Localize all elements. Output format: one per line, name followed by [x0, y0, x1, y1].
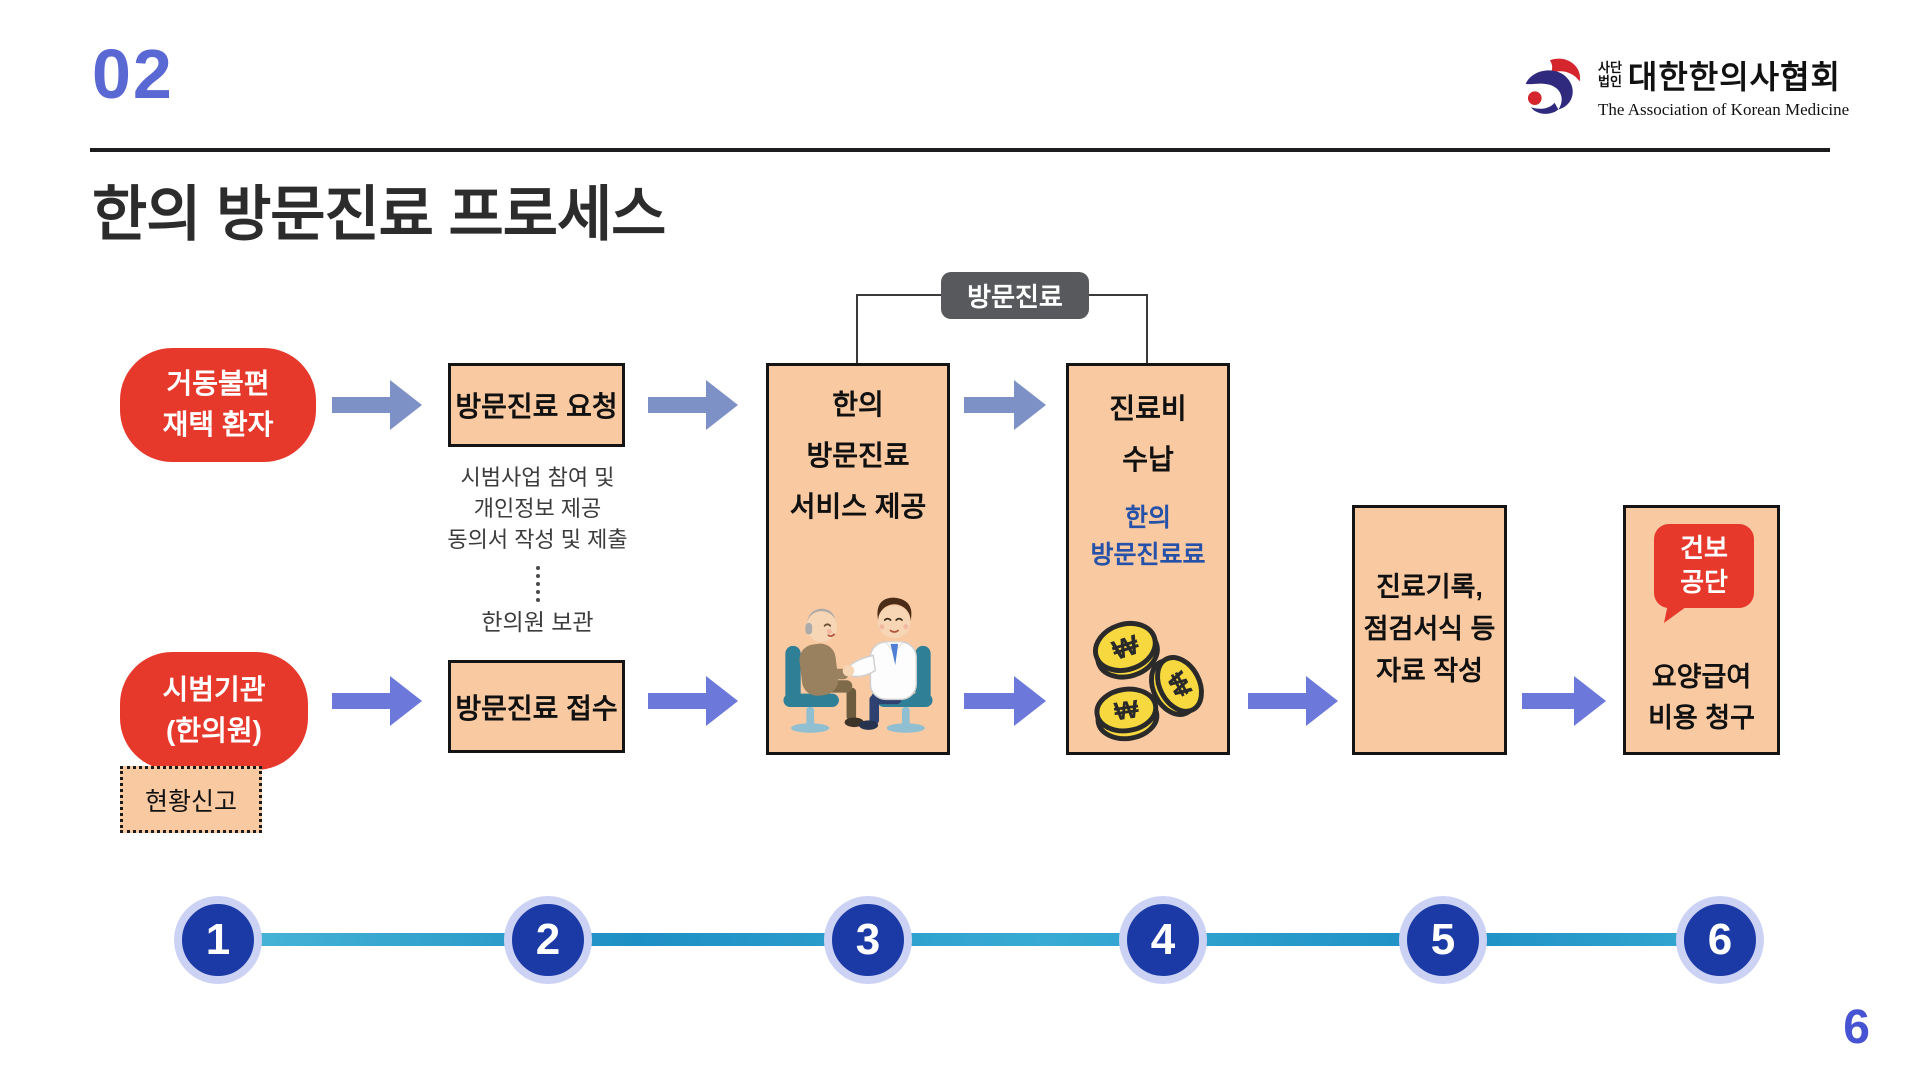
service-box: 한의 방문진료 서비스 제공 — [766, 363, 950, 755]
service-box-line2: 방문진료 — [806, 439, 910, 471]
visit-badge: 방문진료 — [941, 272, 1089, 319]
records-box-line2: 점검서식 등 — [1363, 614, 1496, 645]
consent-note-line3: 동의서 작성 및 제출 — [447, 527, 628, 553]
nhis-bubble-line2: 공단 — [1680, 567, 1728, 597]
org-prefix: 사단 법인 — [1598, 59, 1622, 90]
arrow-clinic-to-receipt-icon — [332, 676, 422, 726]
arrow-service-to-payment-lower-icon — [964, 676, 1046, 726]
storage-note: 한의원 보관 — [481, 609, 594, 635]
records-box-line3: 자료 작성 — [1376, 655, 1483, 686]
timeline-step-1-label: 1 — [205, 915, 231, 964]
clinic-blob: 시범기관 (한의원) — [120, 652, 308, 770]
claim-box: 건보 공단 요양급여 비용 청구 — [1623, 505, 1780, 755]
request-box-label: 방문진료 요청 — [455, 391, 618, 422]
akom-swirl-icon — [1525, 58, 1581, 114]
payment-box-line2: 수납 — [1122, 443, 1174, 475]
timeline-step-1: 1 — [174, 896, 262, 984]
svg-text:₩: ₩ — [1113, 695, 1142, 726]
timeline-step-5-label: 5 — [1430, 915, 1456, 964]
arrow-patient-to-request-icon — [332, 380, 422, 430]
akom-logo: 사단 법인 대한한의사협회 The Association of Korean … — [1512, 48, 1849, 124]
timeline-step-6: 6 — [1676, 896, 1764, 984]
doctor-patient-illustration — [783, 597, 933, 733]
nhis-bubble-line1: 건보 — [1680, 533, 1728, 564]
timeline-step-4-label: 4 — [1150, 915, 1176, 964]
timeline-step-4: 4 — [1119, 896, 1207, 984]
org-prefix-bottom: 법인 — [1598, 74, 1622, 89]
request-box: 방문진료 요청 — [448, 363, 625, 447]
status-report-box: 현황신고 — [120, 766, 262, 833]
receipt-box: 방문진료 접수 — [448, 660, 625, 753]
status-report-label: 현황신고 — [144, 787, 237, 816]
org-prefix-top: 사단 — [1598, 59, 1622, 75]
claim-box-label: 요양급여 비용 청구 — [1626, 657, 1777, 738]
clinic-blob-line1: 시범기관 — [162, 674, 266, 706]
header-divider — [90, 148, 1830, 152]
timeline-step-2-label: 2 — [535, 915, 561, 964]
arrow-records-to-claim-icon — [1522, 676, 1606, 726]
patient-blob: 거동불편 재택 환자 — [120, 348, 316, 462]
arrow-service-to-payment-icon — [964, 380, 1046, 430]
patient-blob-line2: 재택 환자 — [162, 409, 274, 440]
payment-sub-line2: 방문진료료 — [1090, 541, 1206, 570]
section-number: 02 — [92, 35, 174, 113]
nhis-bubble: 건보 공단 — [1654, 524, 1754, 608]
records-box: 진료기록, 점검서식 등 자료 작성 — [1352, 505, 1507, 755]
timeline-step-3: 3 — [824, 896, 912, 984]
won-coins-illustration: ₩ ₩ ₩ — [1093, 621, 1204, 742]
arrow-payment-to-records-icon — [1248, 676, 1338, 726]
claim-box-line1: 요양급여 — [1651, 662, 1752, 692]
timeline-line — [215, 933, 1723, 946]
consent-note-line2: 개인정보 제공 — [473, 496, 602, 522]
timeline-step-3-label: 3 — [855, 915, 881, 964]
arrow-request-to-service-icon — [648, 380, 738, 430]
records-box-line1: 진료기록, — [1376, 572, 1483, 603]
consent-note-line1: 시범사업 참여 및 — [460, 465, 615, 490]
akom-logo-text: 사단 법인 대한한의사협회 The Association of Korean … — [1598, 52, 1849, 120]
timeline-step-2: 2 — [504, 896, 592, 984]
org-name: 대한한의사협회 — [1627, 59, 1842, 95]
page-number: 6 — [1843, 1001, 1870, 1054]
payment-box: 진료비 수납 한의 방문진료료 ₩ ₩ ₩ — [1066, 363, 1230, 755]
org-name-en: The Association of Korean Medicine — [1598, 100, 1850, 119]
visit-badge-label: 방문진료 — [967, 282, 1063, 312]
receipt-box-label: 방문진료 접수 — [455, 692, 618, 724]
arrow-receipt-to-service-icon — [648, 676, 738, 726]
timeline-step-5: 5 — [1399, 896, 1487, 984]
patient-blob-line1: 거동불편 — [166, 368, 270, 400]
dotted-connector — [536, 566, 540, 602]
timeline-step-6-label: 6 — [1707, 915, 1733, 964]
payment-sub-line1: 한의 — [1124, 503, 1171, 532]
service-box-line1: 한의 — [832, 389, 884, 420]
payment-box-line1: 진료비 — [1109, 393, 1187, 424]
clinic-blob-line2: (한의원) — [166, 715, 262, 746]
claim-box-line2: 비용 청구 — [1648, 702, 1755, 733]
consent-note: 시범사업 참여 및 개인정보 제공 동의서 작성 및 제출 — [380, 462, 695, 556]
page-title: 한의 방문진료 프로세스 — [92, 181, 666, 248]
service-box-line3: 서비스 제공 — [789, 490, 927, 522]
